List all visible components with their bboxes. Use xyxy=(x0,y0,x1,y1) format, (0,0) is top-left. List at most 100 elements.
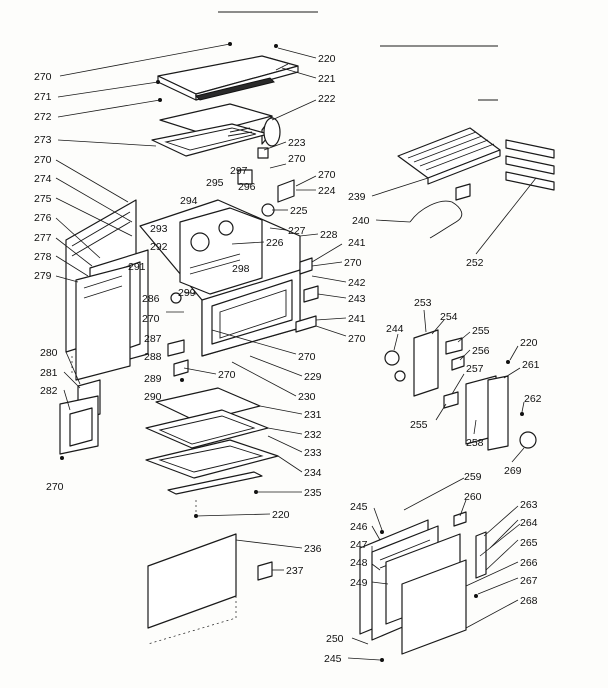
cooktop-burner-box xyxy=(151,103,281,157)
callout-241: 241 xyxy=(348,313,366,325)
drawer-clip xyxy=(257,561,273,581)
callout-298: 298 xyxy=(232,263,250,275)
broiler-pans xyxy=(145,387,279,518)
callout-274: 274 xyxy=(34,173,52,185)
callout-282: 282 xyxy=(40,385,58,397)
callout-246: 246 xyxy=(350,521,368,533)
callout-232: 232 xyxy=(304,429,322,441)
callout-255: 255 xyxy=(472,325,490,337)
callout-241: 241 xyxy=(348,237,366,249)
callout-226: 226 xyxy=(266,237,284,249)
oven-door-glass xyxy=(75,265,131,381)
callout-268: 268 xyxy=(520,595,538,607)
callout-258: 258 xyxy=(466,437,484,449)
lower-left-brackets xyxy=(59,379,101,460)
callout-269: 269 xyxy=(504,465,522,477)
callout-220: 220 xyxy=(520,337,538,349)
callout-245: 245 xyxy=(350,501,368,513)
control-bracket xyxy=(384,329,537,451)
callout-281: 281 xyxy=(40,367,58,379)
callout-279: 279 xyxy=(34,270,52,282)
callout-280: 280 xyxy=(40,347,58,359)
oven-hardware-small-parts xyxy=(156,42,319,400)
callout-220: 220 xyxy=(272,509,290,521)
callout-229: 229 xyxy=(304,371,322,383)
callout-277: 277 xyxy=(34,232,52,244)
callout-231: 231 xyxy=(304,409,322,421)
callout-286: 286 xyxy=(142,293,160,305)
callout-294: 294 xyxy=(180,195,198,207)
callout-271: 271 xyxy=(34,91,52,103)
callout-270: 270 xyxy=(218,369,236,381)
callout-292: 292 xyxy=(150,241,168,253)
callout-labels: 220 221 222 223 270 271 272 273 270 274 … xyxy=(34,53,542,665)
callout-256: 256 xyxy=(472,345,490,357)
callout-227: 227 xyxy=(288,225,306,237)
oven-rack xyxy=(397,127,501,185)
cooktop-top-panel xyxy=(157,55,299,101)
callout-221: 221 xyxy=(318,73,336,85)
callout-250: 250 xyxy=(326,633,344,645)
bake-element xyxy=(409,183,471,239)
callout-267: 267 xyxy=(520,575,538,587)
callout-239: 239 xyxy=(348,191,366,203)
callout-220: 220 xyxy=(318,53,336,65)
callout-291: 291 xyxy=(128,261,146,273)
drawer-front-panel xyxy=(147,533,237,645)
callout-224: 224 xyxy=(318,185,336,197)
callout-236: 236 xyxy=(304,543,322,555)
callout-288: 288 xyxy=(144,351,162,363)
callout-230: 230 xyxy=(298,391,316,403)
callout-257: 257 xyxy=(466,363,484,375)
callout-247: 247 xyxy=(350,539,368,551)
callout-223: 223 xyxy=(288,137,306,149)
callout-261: 261 xyxy=(522,359,540,371)
callout-293: 293 xyxy=(150,223,168,235)
callout-252: 252 xyxy=(466,257,484,269)
callout-270: 270 xyxy=(46,481,64,493)
callout-266: 266 xyxy=(520,557,538,569)
side-trim-strips xyxy=(505,139,555,191)
callout-260: 260 xyxy=(464,491,482,503)
callout-295: 295 xyxy=(206,177,224,189)
callout-244: 244 xyxy=(386,323,404,335)
callout-265: 265 xyxy=(520,537,538,549)
callout-272: 272 xyxy=(34,111,52,123)
callout-297: 297 xyxy=(230,165,248,177)
callout-263: 263 xyxy=(520,499,538,511)
callout-248: 248 xyxy=(350,557,368,569)
callout-264: 264 xyxy=(520,517,538,529)
callout-228: 228 xyxy=(320,229,338,241)
callout-278: 278 xyxy=(34,251,52,263)
callout-253: 253 xyxy=(414,297,432,309)
callout-235: 235 xyxy=(304,487,322,499)
callout-296: 296 xyxy=(238,181,256,193)
callout-287: 287 xyxy=(144,333,162,345)
callout-233: 233 xyxy=(304,447,322,459)
callout-254: 254 xyxy=(440,311,458,323)
callout-270: 270 xyxy=(34,71,52,83)
callout-237: 237 xyxy=(286,565,304,577)
callout-270: 270 xyxy=(344,257,362,269)
callout-255: 255 xyxy=(410,419,428,431)
leader-lines xyxy=(55,43,537,661)
callout-289: 289 xyxy=(144,373,162,385)
storage-door-assembly xyxy=(359,511,487,662)
callout-245: 245 xyxy=(324,653,342,665)
callout-270: 270 xyxy=(288,153,306,165)
header-rules xyxy=(218,11,498,101)
callout-240: 240 xyxy=(352,215,370,227)
callout-249: 249 xyxy=(350,577,368,589)
callout-270: 270 xyxy=(318,169,336,181)
callout-270: 270 xyxy=(34,154,52,166)
callout-270: 270 xyxy=(298,351,316,363)
callout-234: 234 xyxy=(304,467,322,479)
callout-243: 243 xyxy=(348,293,366,305)
callout-270: 270 xyxy=(142,313,160,325)
callout-242: 242 xyxy=(348,277,366,289)
callout-273: 273 xyxy=(34,134,52,146)
callout-270: 270 xyxy=(348,333,366,345)
callout-225: 225 xyxy=(290,205,308,217)
